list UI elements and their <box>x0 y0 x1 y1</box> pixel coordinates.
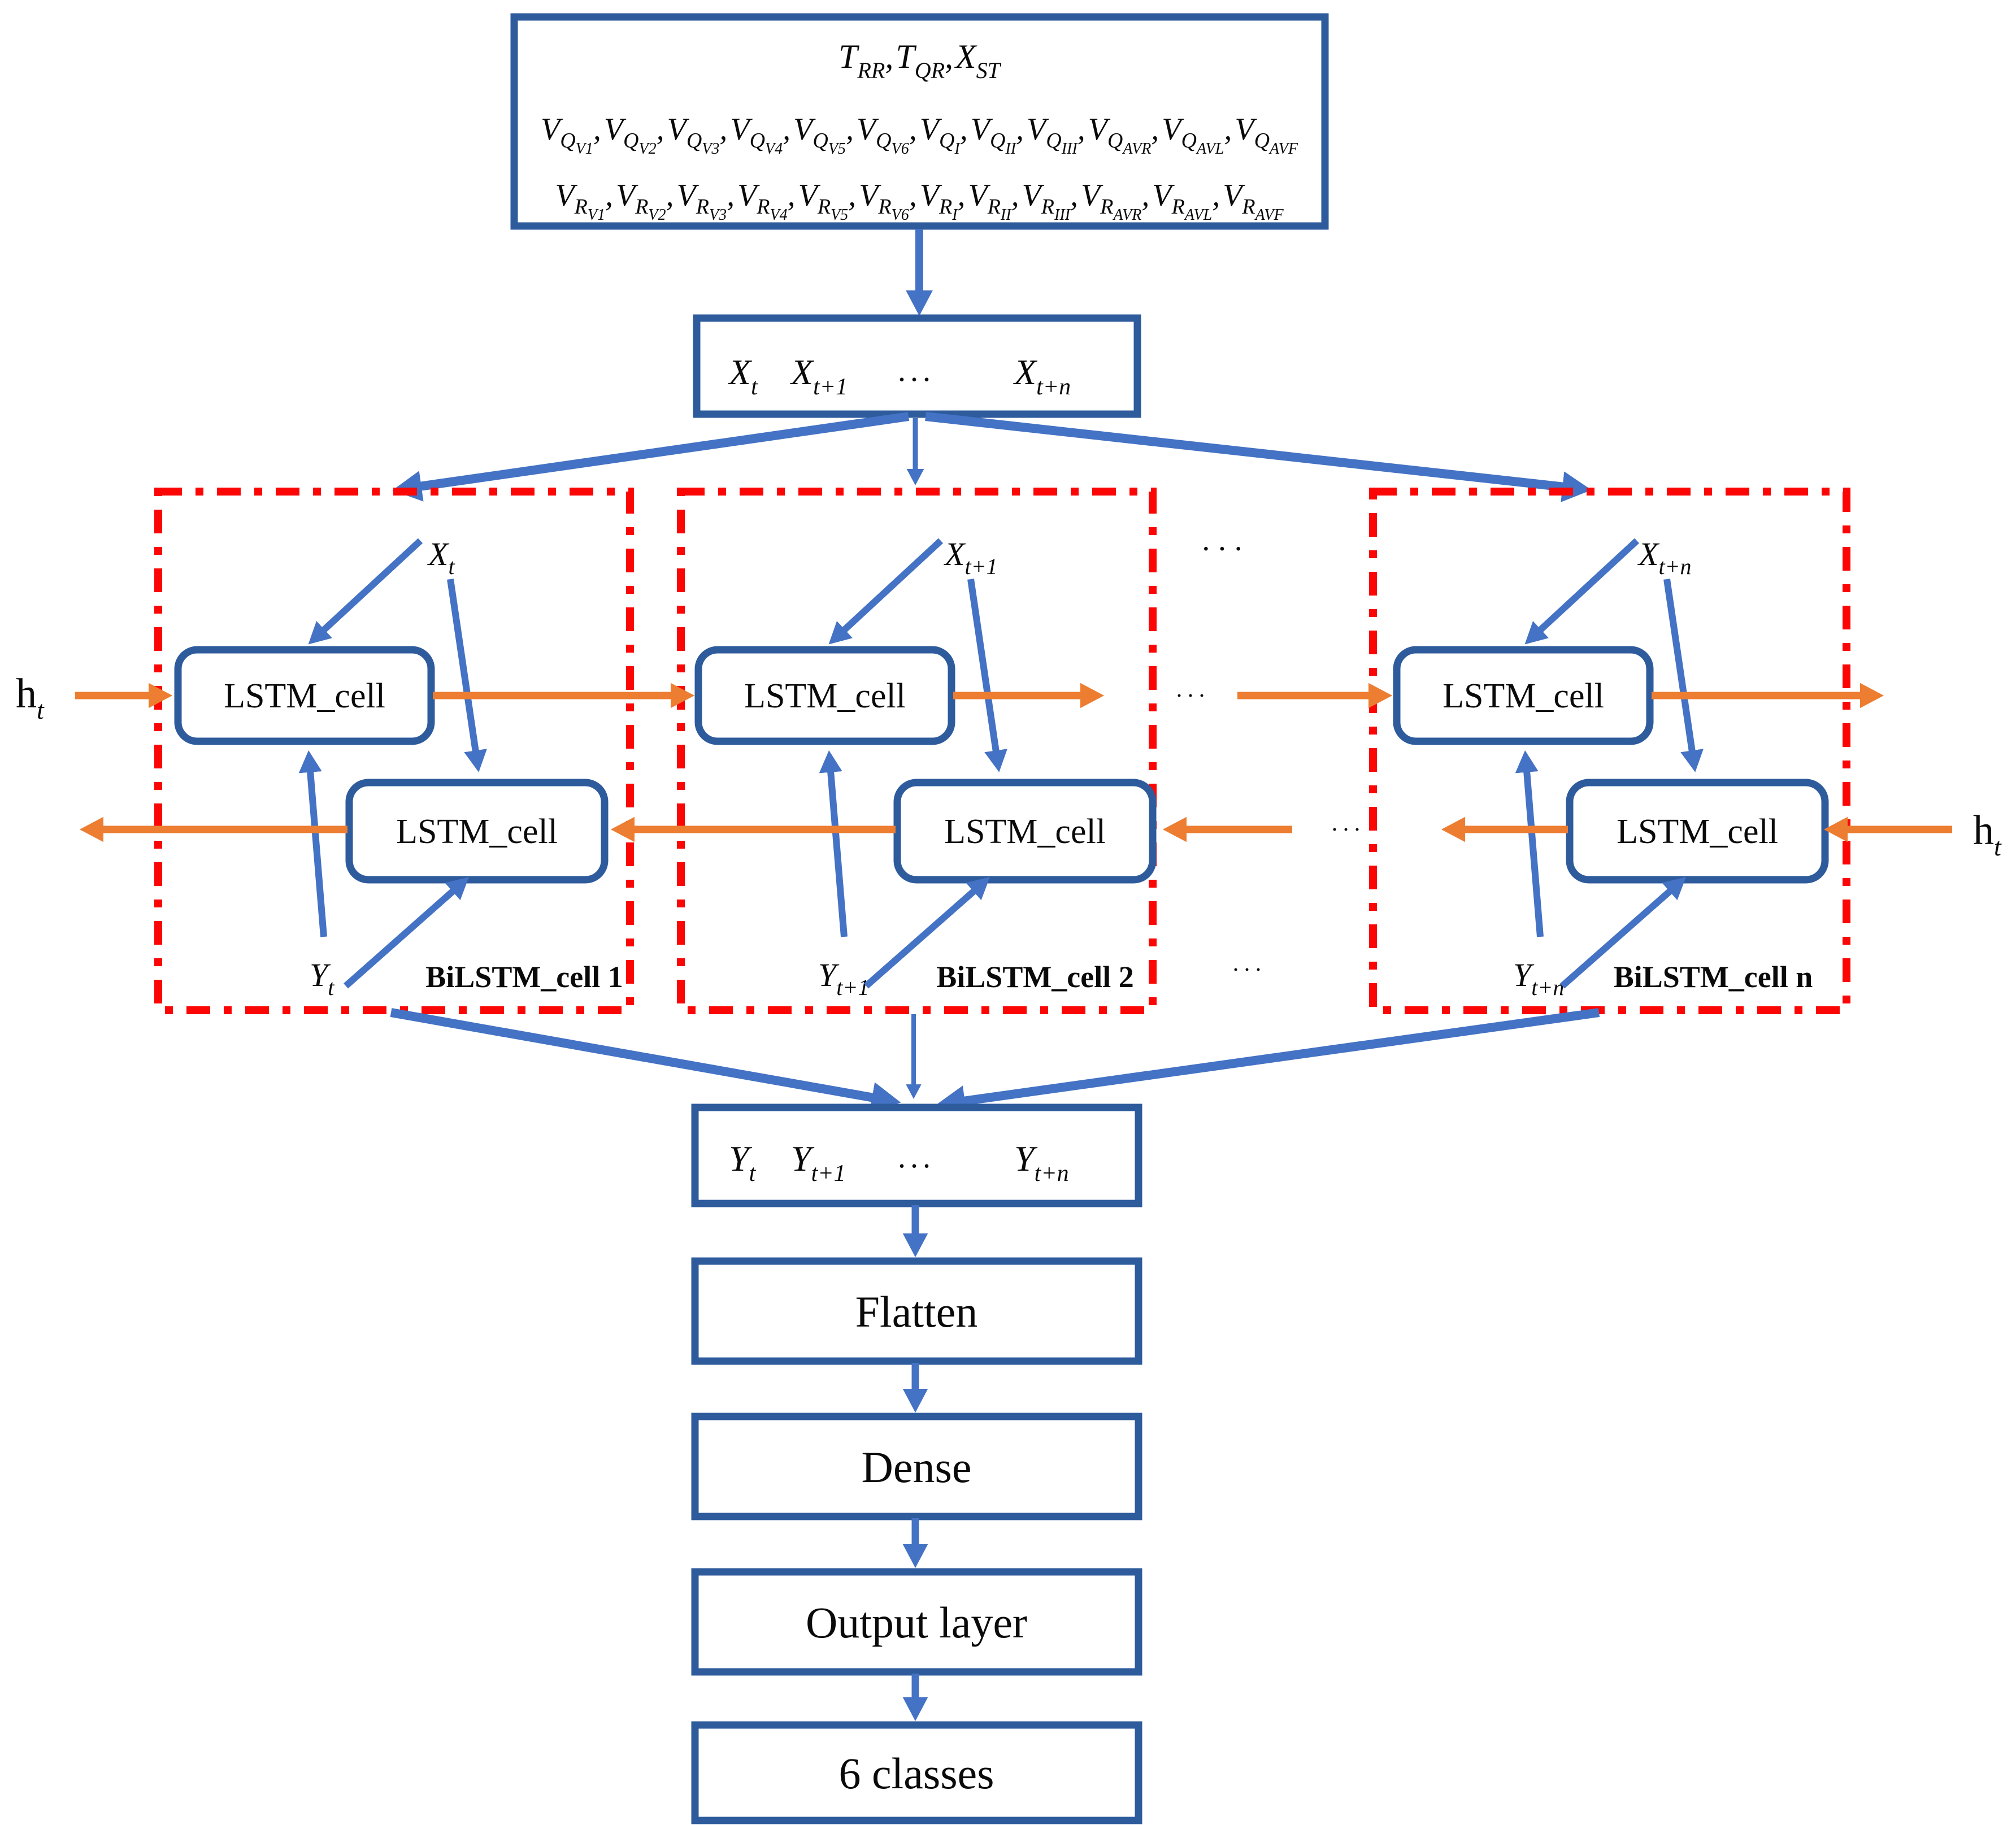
classes-label: 6 classes <box>838 1749 994 1798</box>
ellipsis-top: ··· <box>1201 532 1249 567</box>
arrow-x-to-backward-1 <box>447 579 487 772</box>
output-y-t: Yt <box>729 1139 757 1187</box>
arrow-y-to-backward-n <box>1560 877 1687 989</box>
classes-layer: 6 classes <box>691 1721 1142 1824</box>
arrow-y-to-forward-n <box>1515 750 1544 937</box>
output-layer-frame <box>691 1568 1142 1676</box>
ellipsis-bottom: ··· <box>1232 957 1266 983</box>
flatten-layer: Flatten <box>691 1257 1142 1365</box>
feature-line-q-amplitudes: VQV1,VQV2,VQV3,VQV4,VQV5,VQV6,VQI,VQII,V… <box>541 112 1298 158</box>
classes-frame <box>691 1721 1142 1824</box>
hidden-state-left-label: ht <box>16 671 45 724</box>
lstm-forward-cell-2 <box>694 646 955 745</box>
output-layer: Output layer <box>691 1568 1142 1676</box>
lstm-backward-cell-2 <box>893 779 1157 884</box>
output-y-t1: Yt+1 <box>791 1139 846 1187</box>
bilstm-cell-1-frame <box>154 488 634 1014</box>
dense-label: Dense <box>862 1442 972 1492</box>
flatten-label: Flatten <box>855 1287 978 1336</box>
lstm-backward-cell-1-label: LSTM_cell <box>396 812 558 851</box>
flatten-frame <box>691 1257 1142 1365</box>
lstm-forward-cell-2-label: LSTM_cell <box>744 677 906 715</box>
lstm-backward-cell-2-label: LSTM_cell <box>944 812 1106 851</box>
bilstm-n-y-label: Yt+n <box>1513 957 1564 1000</box>
lstm-forward-cell-n-label: LSTM_cell <box>1443 677 1604 715</box>
lstm-forward-cell-1 <box>174 646 435 745</box>
output-layer-label: Output layer <box>806 1598 1027 1647</box>
arrow-x-to-forward-2 <box>828 538 944 645</box>
output-sequence-box: Yt Yt+1 ... Yt+n <box>691 1103 1142 1207</box>
arrow-y-to-forward-1 <box>298 750 327 937</box>
arrow-x-to-backward-2 <box>967 579 1007 772</box>
arrow-x-to-forward-1 <box>308 538 423 645</box>
bilstm-cell-n-title: BiLSTM_cell n <box>1614 960 1813 994</box>
input-x-t: Xt <box>727 352 758 400</box>
input-x-tn: Xt+n <box>1013 352 1071 400</box>
arrow-x-to-backward-n <box>1663 579 1704 772</box>
output-sequence-frame <box>691 1103 1142 1207</box>
bilstm-cell-n: Xt+n Yt+n LSTM_cell LSTM_cell BiLSTM_cel… <box>1369 488 1850 1014</box>
dense-layer: Dense <box>691 1413 1142 1520</box>
bilstm-2-y-label: Yt+1 <box>818 957 869 1000</box>
bilstm-1-x-label: Xt <box>427 536 455 579</box>
bilstm-cell-2-title: BiLSTM_cell 2 <box>936 960 1134 994</box>
dense-frame <box>691 1413 1142 1520</box>
ellipsis-forward: ··· <box>1175 683 1209 709</box>
input-sequence-frame <box>693 314 1141 418</box>
lstm-backward-cell-1 <box>345 779 609 884</box>
feature-line-r-amplitudes: VRV1,VRV2,VRV3,VRV4,VRV5,VRV6,VRI,VRII,V… <box>555 178 1284 224</box>
arrow-y-to-backward-2 <box>864 877 990 989</box>
input-x-t1: Xt+1 <box>789 352 848 400</box>
output-ellipsis: ... <box>898 1140 935 1175</box>
feature-line-timing: TRR,TQR,XST <box>838 38 1002 83</box>
arrow-input-to-bilstm-1 <box>392 412 910 502</box>
arrow-bilstm-1-to-output <box>390 1008 901 1113</box>
feature-box-frame <box>510 13 1329 230</box>
bilstm-1-y-label: Yt <box>310 957 334 1000</box>
lstm-forward-cell-1-label: LSTM_cell <box>224 677 385 715</box>
bilstm-cell-1-title: BiLSTM_cell 1 <box>425 960 623 994</box>
bilstm-cell-2: Xt+1 Yt+1 LSTM_cell LSTM_cell BiLSTM_cel… <box>677 488 1157 1014</box>
ellipsis-backward: ··· <box>1331 817 1365 843</box>
arrow-y-to-forward-2 <box>819 750 848 937</box>
feature-box: TRR,TQR,XST VQV1,VQV2,VQV3,VQV4,VQV5,VQV… <box>510 13 1329 230</box>
bilstm-cell-2-frame <box>677 488 1157 1014</box>
arrow-bilstm-n-to-output <box>936 1008 1600 1116</box>
arrow-input-to-bilstm-n <box>925 412 1592 502</box>
bilstm-cell-1: Xt Yt LSTM_cell LSTM_cell BiLSTM_cell 1 <box>154 488 634 1014</box>
arrow-x-to-forward-n <box>1524 538 1640 645</box>
lstm-forward-cell-n <box>1393 646 1654 745</box>
input-ellipsis: ... <box>898 353 935 388</box>
lstm-backward-cell-n-label: LSTM_cell <box>1617 812 1778 851</box>
bilstm-n-x-label: Xt+n <box>1637 536 1692 579</box>
input-sequence-box: Xt Xt+1 ... Xt+n <box>693 314 1141 418</box>
arrow-y-to-backward-1 <box>344 877 470 989</box>
output-y-tn: Yt+n <box>1014 1139 1069 1187</box>
bilstm-cell-n-frame <box>1369 488 1850 1014</box>
hidden-state-right-label: ht <box>1973 807 2002 861</box>
bilstm-2-x-label: Xt+1 <box>944 536 998 579</box>
